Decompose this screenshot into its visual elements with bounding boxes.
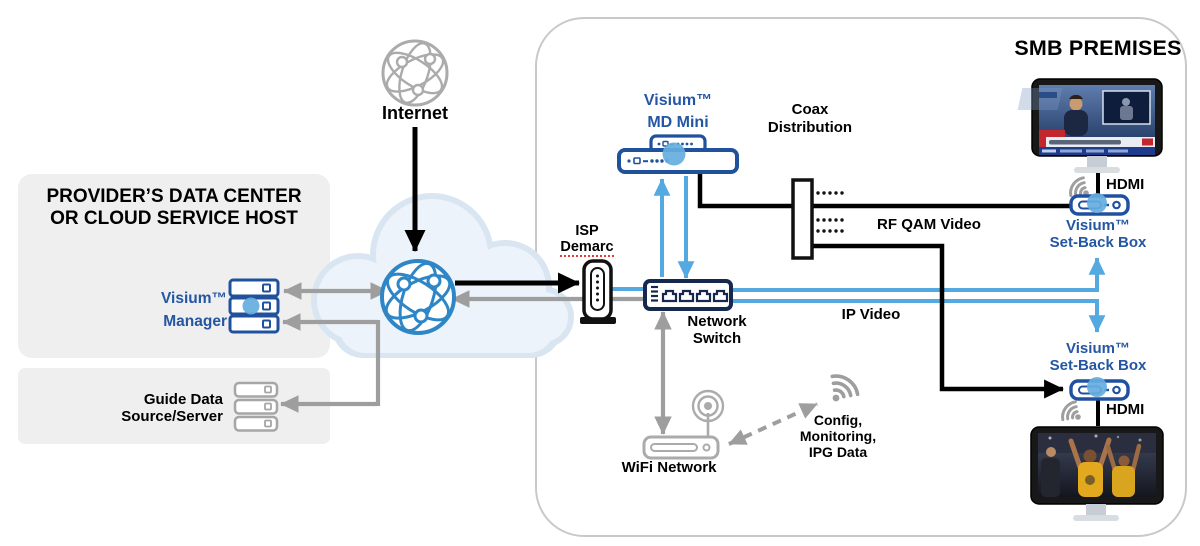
md-mini-highlight-dot [662, 142, 686, 166]
hdmi-label-top: HDMI [1106, 176, 1145, 193]
network-switch-label: Network Switch [687, 313, 747, 347]
config-signal-icon [830, 374, 860, 402]
visium-manager-servers [228, 278, 280, 334]
setback-box-bottom-device [1069, 377, 1130, 401]
setback-top-highlight-dot [1087, 193, 1107, 213]
rf-qam-top-path [697, 172, 1070, 209]
network-switch-device [643, 279, 733, 311]
provider-title-line2: OR CLOUD SERVICE HOST [50, 208, 298, 229]
rf-qam-video-label: RF QAM Video [877, 216, 981, 233]
wifi-router-icon [642, 389, 725, 460]
switch-mdmini-links [653, 176, 695, 279]
isp-demarc-modem [580, 259, 616, 324]
setback-box-bottom-label: Visium™ Set-Back Box [1049, 340, 1147, 374]
internet-label: Internet [381, 103, 448, 123]
setback-box-top-label: Visium™ Set-Back Box [1049, 217, 1147, 251]
md-mini-label: Visium™ MD Mini [643, 92, 713, 131]
visium-manager-label: Visium™ Manager [160, 290, 227, 330]
guide-data-servers [233, 381, 279, 432]
wifi-network-label: WiFi Network [621, 459, 717, 476]
coax-splitter [791, 178, 844, 260]
provider-title-line1: PROVIDER’S DATA CENTER [46, 186, 302, 207]
setback-bottom-highlight-dot [1087, 377, 1107, 397]
coax-distribution-label: Coax Distribution [767, 101, 853, 136]
provider-title: PROVIDER’S DATA CENTER OR CLOUD SERVICE … [18, 186, 330, 230]
ip-video-lines [726, 257, 1106, 333]
smb-premises-title: SMB PREMISES [1014, 36, 1182, 60]
hdmi-label-bottom: HDMI [1106, 401, 1145, 418]
guide-data-label: Guide Data Source/Server [121, 391, 223, 425]
internet-globe-icon [381, 39, 449, 107]
tv-bottom-basketball [1030, 426, 1164, 521]
guide-data-links [280, 313, 381, 413]
isp-demarc-label: ISP Demarc [560, 223, 614, 257]
md-mini-device [617, 134, 739, 174]
cloud-globe-icon [380, 259, 456, 335]
cast-icon-bottom [1061, 400, 1081, 422]
tv-top-news [1017, 78, 1163, 173]
config-monitoring-label: Config, Monitoring, IPG Data [799, 412, 877, 460]
ip-video-label: IP Video [841, 306, 901, 323]
manager-highlight-dot [242, 297, 260, 315]
setback-box-top-device [1069, 193, 1130, 216]
rf-qam-bottom-path [812, 243, 1064, 399]
wifi-config-dashed-link [728, 402, 818, 446]
